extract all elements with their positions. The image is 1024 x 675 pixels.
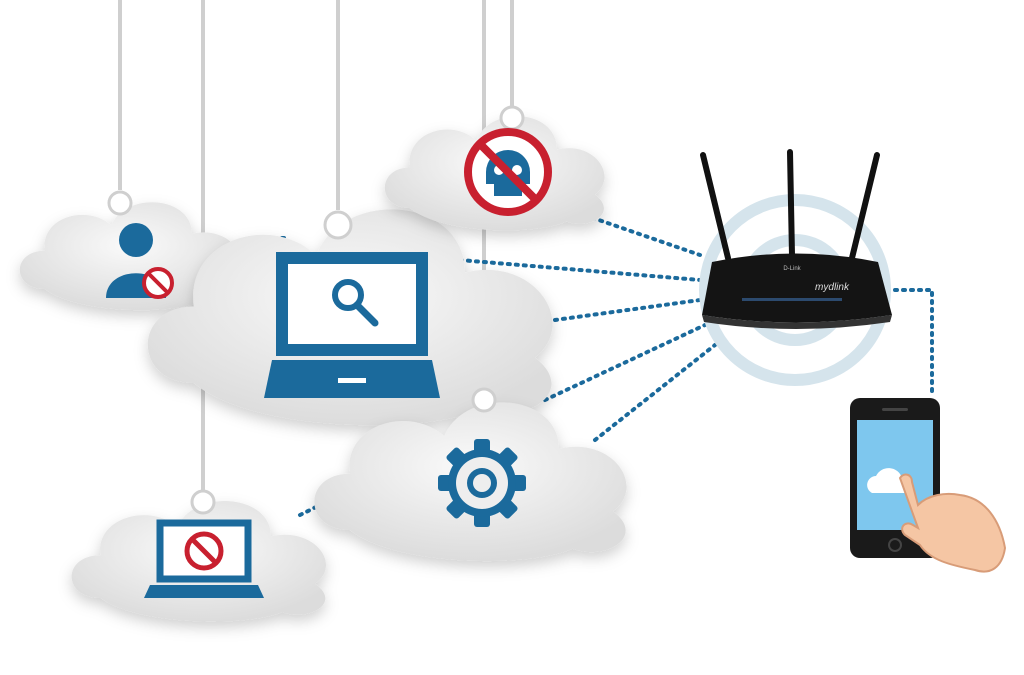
laptop-blocked-icon xyxy=(144,519,264,598)
malware-blocked-icon xyxy=(464,128,552,216)
cloud-app-icon xyxy=(867,468,909,493)
wireless-router: D-Link mydlink xyxy=(700,149,892,329)
smartphone xyxy=(850,398,1007,573)
pointing-hand-icon xyxy=(898,473,1007,573)
gear-icon xyxy=(438,439,526,527)
tag-holes xyxy=(107,105,525,515)
router-mydlink-logo: mydlink xyxy=(815,282,850,293)
router-brand-logo: D-Link xyxy=(783,266,801,272)
router-status-leds xyxy=(742,298,842,301)
user-blocked-icon xyxy=(106,223,174,299)
laptop-search-icon xyxy=(264,252,440,398)
